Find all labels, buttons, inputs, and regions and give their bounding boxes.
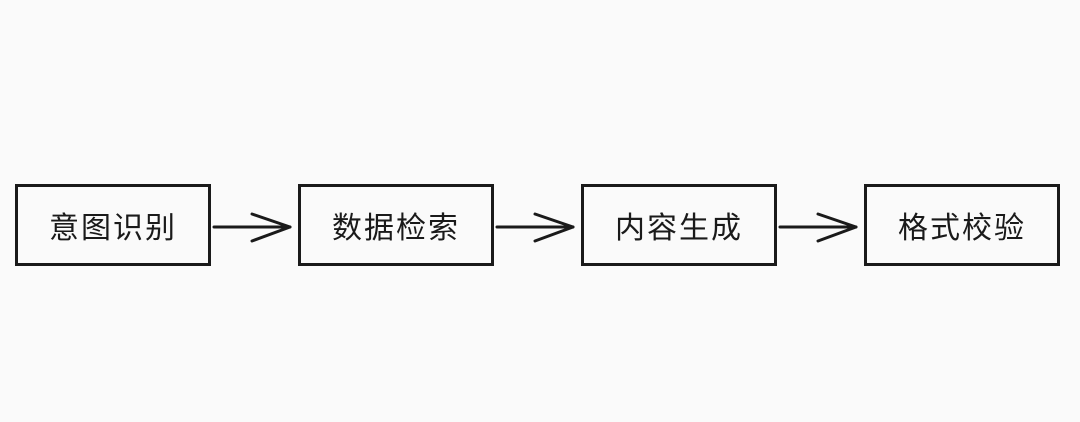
step-box-data-retrieval: 数据检索	[298, 184, 494, 266]
step-box-content-generation: 内容生成	[581, 184, 777, 266]
step-box-format-validation: 格式校验	[864, 184, 1060, 266]
arrow-2-3	[495, 212, 575, 243]
arrow-3-4	[778, 212, 858, 243]
step-label: 格式校验	[898, 211, 1026, 246]
arrow-1-2	[212, 212, 292, 243]
step-label: 数据检索	[332, 211, 460, 246]
step-label: 内容生成	[615, 211, 743, 246]
step-box-intent-recognition: 意图识别	[15, 184, 211, 266]
step-label: 意图识别	[49, 211, 177, 246]
